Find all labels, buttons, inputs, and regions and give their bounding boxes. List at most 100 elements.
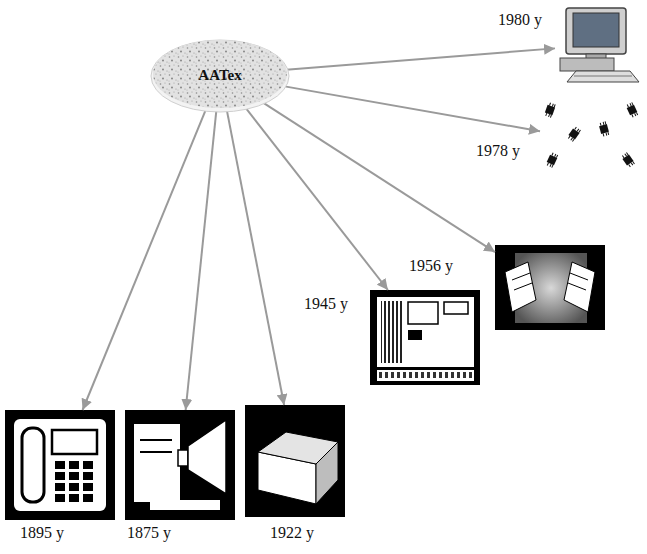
keypad-part xyxy=(83,472,93,480)
microchips-picture-part-part xyxy=(549,103,550,106)
keypad-part xyxy=(55,494,65,502)
keypad-part xyxy=(55,461,65,469)
cabinet-computer-picture-part xyxy=(408,302,438,324)
microchips-picture-part-part xyxy=(546,113,547,116)
era-picture-box: 1980 y xyxy=(555,5,640,85)
microchips-picture-part-part xyxy=(622,155,624,157)
arrow-connector xyxy=(286,48,555,69)
microchips-picture-part-part xyxy=(627,105,638,116)
microchips-picture-part-part xyxy=(629,164,631,166)
microchips-picture-part-part xyxy=(631,163,633,165)
microchips-picture-part xyxy=(598,121,609,137)
arrow-connector xyxy=(245,107,388,290)
microchips-picture-part-part xyxy=(636,112,637,115)
microchips-picture-part-part xyxy=(607,132,609,135)
phonograph-picture-part xyxy=(150,500,220,510)
personal-computer-picture-part xyxy=(566,8,626,54)
keyboard-terminal-picture-part xyxy=(514,283,532,290)
microchips-picture-part-part xyxy=(550,164,551,167)
era-picture-box: 1945 y xyxy=(370,290,480,385)
keypad-part xyxy=(83,483,93,491)
microchips-picture-part-part xyxy=(575,127,577,129)
microchips-picture-part-part xyxy=(605,121,607,124)
microchips-picture-part-part xyxy=(545,105,555,115)
microchips-picture-part-part xyxy=(577,129,579,131)
era-picture-box: 1922 y xyxy=(245,405,345,517)
microchips-picture-part-part xyxy=(568,136,570,138)
personal-computer-picture-part xyxy=(560,58,614,71)
keyboard-terminal-picture-part xyxy=(512,273,530,280)
radio-box-picture xyxy=(245,405,345,517)
keypad-part xyxy=(69,483,79,491)
microchips-picture-part-part xyxy=(603,133,605,136)
year-label: 1978 y xyxy=(476,142,520,160)
personal-computer-picture-part xyxy=(573,13,619,47)
year-label: 1895 y xyxy=(20,524,64,542)
microchips-picture-part xyxy=(621,152,636,168)
microchips-picture-part-part xyxy=(556,155,557,158)
keypad-part xyxy=(69,494,79,502)
keyboard-terminal-picture-part xyxy=(564,262,595,312)
phonograph-picture-part xyxy=(178,450,188,466)
microchips-picture-part xyxy=(545,152,558,168)
microchips-picture-part-part xyxy=(552,104,553,107)
microchips-picture-part-part xyxy=(635,113,636,116)
year-label: 1980 y xyxy=(498,11,542,29)
cabinet-computer-picture-part xyxy=(381,301,403,363)
microchips-picture-part xyxy=(567,126,582,142)
microchips-picture-part-part xyxy=(547,155,558,166)
telephone-picture-part xyxy=(5,410,115,520)
microchips-picture-part-part xyxy=(555,154,556,157)
arrow-connector xyxy=(283,86,540,131)
personal-computer-picture xyxy=(560,8,639,82)
arrow-connector xyxy=(83,108,207,410)
year-label: 1922 y xyxy=(270,524,314,542)
microchips-picture-part-part xyxy=(633,162,635,164)
ellipse-rim xyxy=(151,40,289,112)
personal-computer-picture-part xyxy=(574,76,632,77)
keypad-part xyxy=(55,472,65,480)
cabinet-computer-picture-part xyxy=(444,302,468,314)
microchips-picture-part-part xyxy=(627,105,628,108)
microchips-picture-part-part xyxy=(622,154,633,165)
keypad-part xyxy=(83,461,93,469)
phonograph-picture-part xyxy=(188,420,226,494)
microchips-picture-part-part xyxy=(552,153,553,156)
microchips-picture-part-part xyxy=(572,139,574,141)
microchips-picture-part-part xyxy=(632,114,633,117)
microchips-picture-part-part xyxy=(547,163,548,166)
cabinet-computer-picture-part xyxy=(377,297,474,367)
era-picture-box: 1978 y xyxy=(540,100,640,180)
phonograph-picture xyxy=(125,410,235,520)
keyboard-terminal-picture-part xyxy=(495,245,605,330)
microchips-picture-part-part xyxy=(550,115,551,118)
ellipse-fill xyxy=(153,40,287,108)
year-label: 1945 y xyxy=(304,295,348,313)
microchips-picture-part-part xyxy=(600,123,602,126)
microchips-picture-part xyxy=(625,102,638,118)
microchips-picture-part-part xyxy=(626,153,628,155)
era-picture-box: 1895 y xyxy=(5,410,115,520)
cabinet-computer-picture-part xyxy=(370,290,480,385)
keyboard-terminal-picture-part xyxy=(570,273,588,280)
microchips-picture-part-part xyxy=(632,102,633,105)
cabinet-computer-picture xyxy=(370,290,480,385)
arrow-connector xyxy=(186,109,217,410)
microchips-picture-part-part xyxy=(625,154,627,156)
telephone-picture-part xyxy=(22,428,44,502)
phonograph-picture-part xyxy=(134,424,180,502)
microchips-picture-part xyxy=(544,102,556,118)
personal-computer-picture-part xyxy=(567,71,639,82)
phonograph-picture-part xyxy=(125,410,235,520)
microchips-picture-part-part xyxy=(603,122,605,125)
keyboard-terminal-picture-part xyxy=(568,283,586,290)
cabinet-computer-picture-part xyxy=(379,370,472,381)
telephone-picture-part xyxy=(52,430,97,454)
microchips-picture-part-part xyxy=(606,133,608,136)
microchips-picture-part-part xyxy=(554,104,555,107)
keypad-part xyxy=(83,494,93,502)
keypad-part xyxy=(69,461,79,469)
